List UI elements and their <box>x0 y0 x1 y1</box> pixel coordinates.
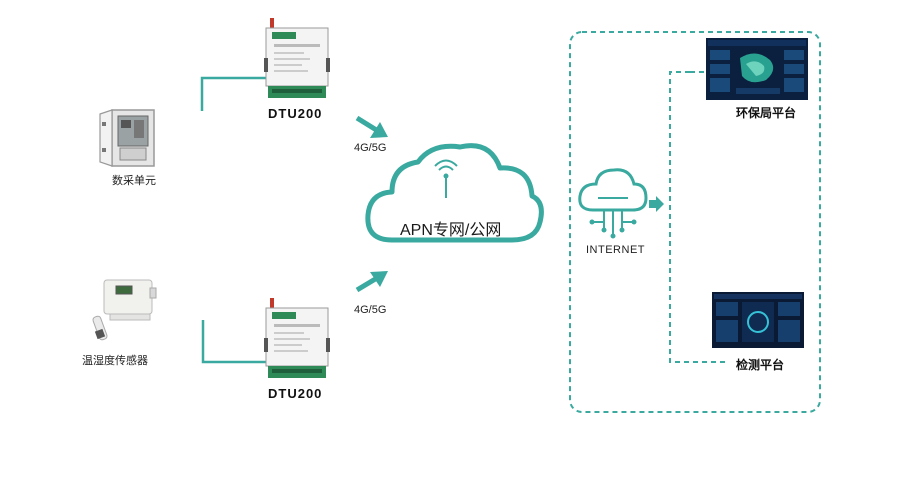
link-label-bottom: 4G/5G <box>354 304 387 316</box>
platform-bracket <box>669 71 728 363</box>
arrow-bottom-icon <box>355 271 388 293</box>
link-label-top: 4G/5G <box>354 142 387 154</box>
internet-icon <box>578 168 648 239</box>
dtu-label-bottom: DTU200 <box>268 386 323 401</box>
internet-label: INTERNET <box>586 244 645 256</box>
env-platform-screen <box>706 38 808 100</box>
sensor-label: 温湿度传感器 <box>82 355 148 367</box>
cloud-icon <box>365 143 544 243</box>
dtu-device-top <box>264 18 330 102</box>
link-sensor-dtu <box>201 320 268 364</box>
arrow-top-icon <box>355 115 388 138</box>
cloud-label: APN专网/公网 <box>400 222 502 239</box>
dtu-device-bottom <box>264 298 330 382</box>
monitor-platform-label: 检测平台 <box>736 358 785 372</box>
platform-region <box>569 31 821 413</box>
data-unit-label: 数采单元 <box>112 175 156 187</box>
monitor-platform-screen <box>712 292 804 348</box>
link-data-unit-dtu <box>200 76 268 111</box>
sensor-device <box>90 274 160 344</box>
env-platform-label: 环保局平台 <box>736 106 797 120</box>
dtu-label-top: DTU200 <box>268 106 323 121</box>
arrow-platform-icon <box>649 196 664 212</box>
data-unit-device <box>98 108 158 170</box>
